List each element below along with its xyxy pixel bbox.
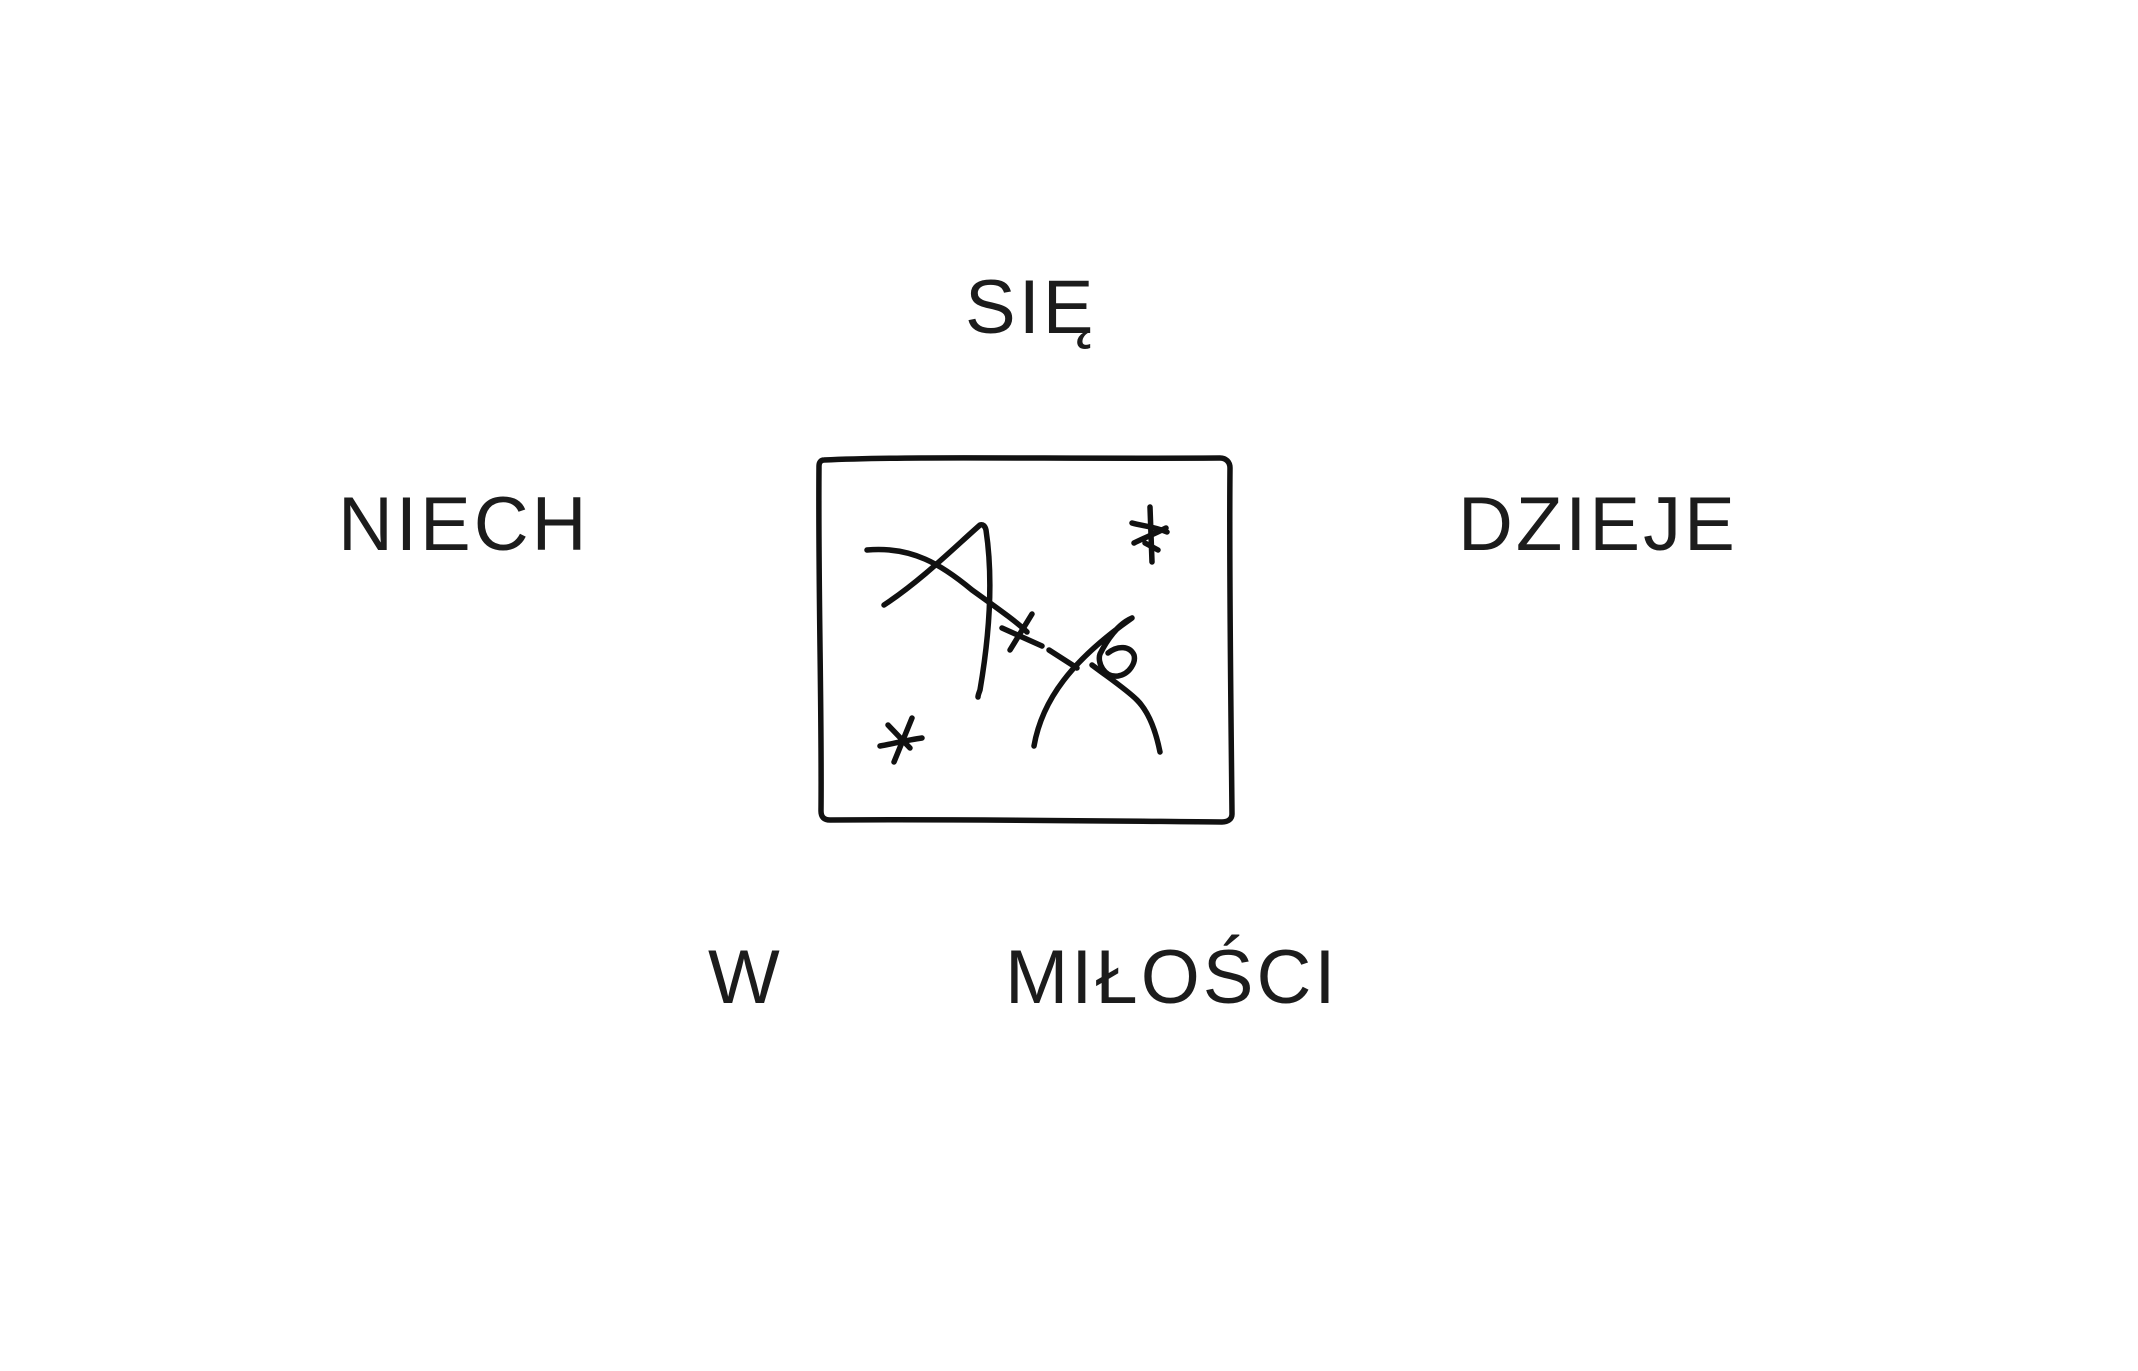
hand-drawn-sketch <box>816 455 1235 825</box>
sketch-r-leg <box>1089 662 1163 755</box>
word-w: W <box>708 935 783 1020</box>
sketch-dash <box>1046 647 1080 671</box>
sketch-cross-2 <box>1007 611 1035 653</box>
word-milosci: MIŁOŚCI <box>1005 935 1339 1020</box>
asterisk-bottom-icon <box>877 715 925 765</box>
word-sie: SIĘ <box>965 265 1097 350</box>
sketch-letter-r <box>1031 615 1138 749</box>
asterisk-top-icon <box>1129 504 1170 565</box>
sketch-letter-a <box>881 522 993 700</box>
sketch-a-crossbar <box>864 546 1030 635</box>
word-dzieje: DZIEJE <box>1458 482 1738 567</box>
sketch-cross-1 <box>999 625 1045 649</box>
word-niech: NIECH <box>338 482 590 567</box>
sketch-frame <box>816 455 1235 825</box>
